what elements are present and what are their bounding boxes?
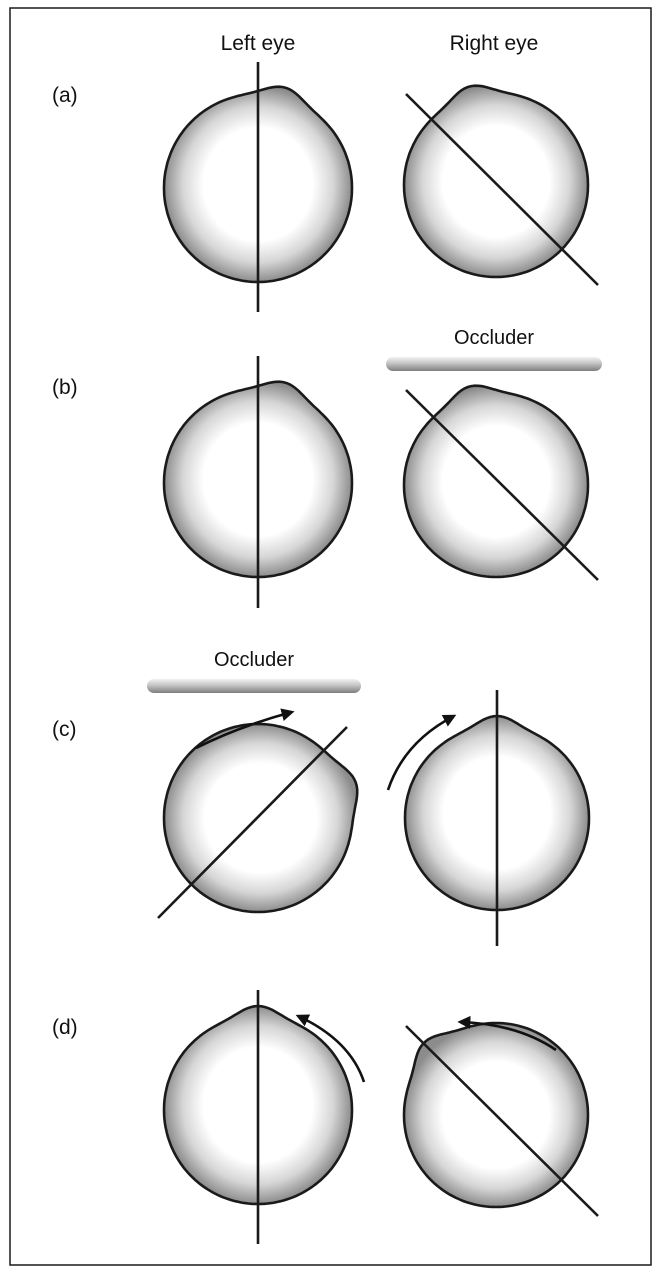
row-label-b: (b) <box>52 376 78 399</box>
eye-c-right <box>403 690 591 946</box>
occluder-label-b: Occluder <box>454 327 534 349</box>
eye-d-left <box>162 990 354 1244</box>
rotation-arrow-d-right <box>457 1015 557 1052</box>
rotation-arrow-c-left <box>195 708 295 750</box>
column-label-left: Left eye <box>221 32 296 55</box>
row-label-a: (a) <box>52 84 78 107</box>
figure-frame <box>9 7 652 1266</box>
eye-b-right-axis-line <box>405 389 599 581</box>
eye-a-right-axis-line <box>405 93 599 286</box>
eye-c-left-axis-line <box>157 726 348 919</box>
eye-a-left <box>162 62 354 312</box>
occluder-label-c: Occluder <box>214 649 294 671</box>
eye-c-left <box>157 722 359 919</box>
rotation-arrow-c-right <box>386 714 457 791</box>
row-label-d: (d) <box>52 1016 78 1039</box>
row-label-c: (c) <box>52 718 77 741</box>
eye-d-right-axis-line <box>405 1025 599 1217</box>
occluder-bar-c <box>147 679 361 693</box>
eye-d-right <box>402 1021 599 1217</box>
occluder-bar-b <box>386 357 602 371</box>
eyes-layer <box>157 62 599 1244</box>
eye-b-left <box>162 356 354 608</box>
column-label-right: Right eye <box>450 32 539 55</box>
eye-c-left-globe <box>162 722 359 914</box>
eye-a-right <box>402 84 599 286</box>
rotation-arrow-d-left <box>295 1014 366 1083</box>
eye-b-right <box>402 384 599 581</box>
